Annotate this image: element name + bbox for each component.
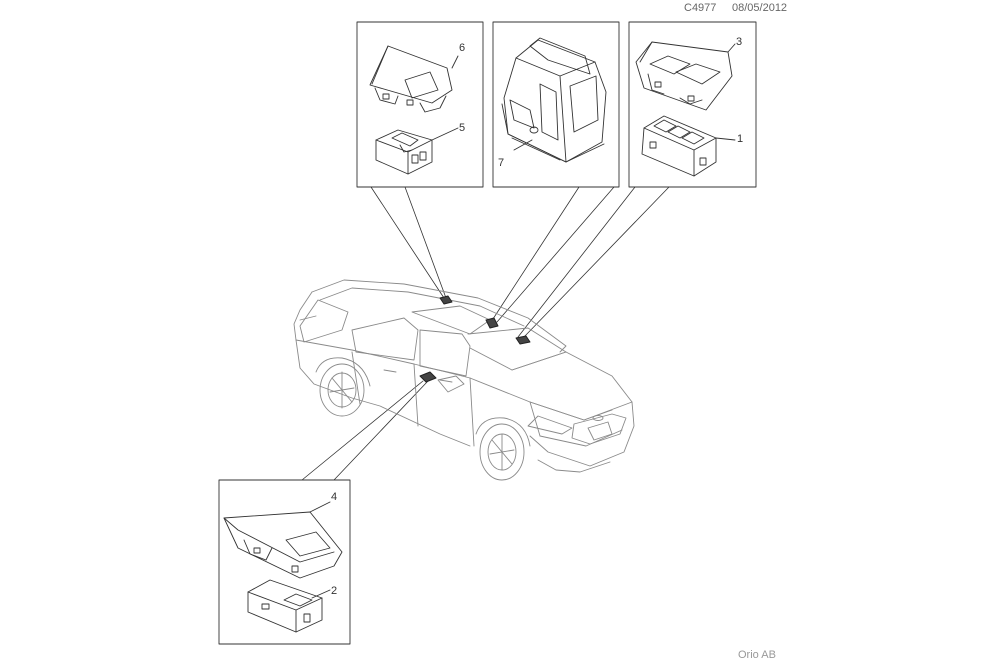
callout-3: 3 — [736, 36, 742, 48]
callout-2: 2 — [331, 585, 337, 597]
callout-7: 7 — [498, 157, 504, 169]
part-6-bezel — [369, 45, 459, 113]
callout-1: 1 — [737, 133, 743, 145]
detail-box-bottom — [218, 479, 351, 645]
detail-box-left — [356, 21, 484, 188]
part-2-switch — [247, 579, 331, 633]
detail-box-right — [628, 21, 757, 188]
part-1-switch — [641, 115, 736, 177]
vehicle-outline — [293, 279, 635, 481]
callout-6: 6 — [459, 42, 465, 54]
part-7-module — [501, 37, 607, 163]
diagram-code: C4977 — [684, 2, 717, 14]
callout-4: 4 — [331, 491, 337, 503]
part-3-bezel — [635, 41, 736, 111]
part-5-switch — [375, 127, 459, 175]
callout-5: 5 — [459, 122, 465, 134]
leader-lines — [301, 186, 670, 481]
diagram-date: 08/05/2012 — [732, 2, 788, 14]
company-name: Orio AB — [738, 649, 776, 661]
switch-locations — [419, 295, 531, 383]
detail-box-center — [492, 21, 620, 188]
part-4-bezel — [223, 501, 343, 579]
